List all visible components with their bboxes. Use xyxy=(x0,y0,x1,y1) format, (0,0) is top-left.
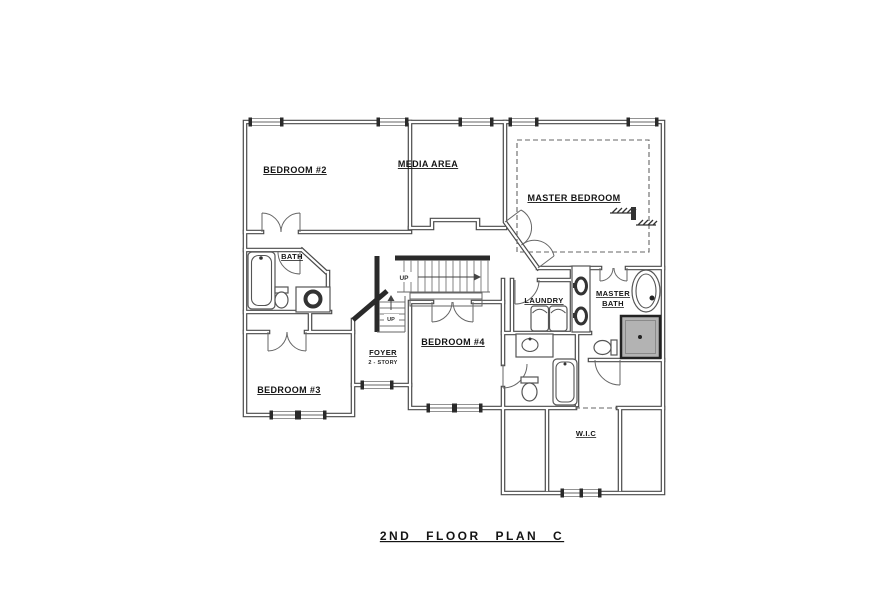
washer-fixture xyxy=(530,305,550,332)
hall-bath-sink-fixture xyxy=(515,333,554,358)
bedroom3-door-left xyxy=(267,331,288,352)
window xyxy=(360,380,394,390)
room-label-foyer: FOYER xyxy=(369,348,397,357)
window xyxy=(297,410,327,420)
tray-ceiling-dashed xyxy=(516,139,650,253)
window xyxy=(458,117,494,127)
bedroom4-door-right xyxy=(452,301,474,323)
stair-label-bg xyxy=(396,272,413,282)
bedroom3-door-right xyxy=(286,331,307,352)
freestanding-tub-fixture xyxy=(631,269,661,313)
window xyxy=(376,117,409,127)
laundry-door xyxy=(514,279,540,305)
heavy-walls xyxy=(351,255,490,332)
room-label-bedroom4: BEDROOM #4 xyxy=(421,337,485,347)
master-toilet-fixture xyxy=(593,339,618,356)
window xyxy=(626,117,659,127)
wic-vestibule-door xyxy=(594,359,621,386)
doors xyxy=(261,209,628,389)
hall-bath-door xyxy=(502,363,528,389)
room-label-master-bedroom: MASTER BEDROOM xyxy=(527,193,620,203)
toilet-fixture xyxy=(274,286,289,309)
staircase: UP UP xyxy=(377,260,490,333)
hall-bath-toilet-fixture xyxy=(520,376,539,402)
hall-bathtub-fixture xyxy=(552,358,578,406)
room-labels: BEDROOM #2 MEDIA AREA MASTER BEDROOM BAT… xyxy=(257,159,630,438)
bedroom4-door-left xyxy=(431,301,453,323)
stair-arrowhead xyxy=(474,273,481,281)
window xyxy=(453,403,483,413)
lower-stair-label-bg xyxy=(384,314,399,323)
master-bath-door-left xyxy=(599,267,614,282)
windows xyxy=(248,117,659,498)
fixtures xyxy=(247,251,662,406)
window xyxy=(426,403,456,413)
sink-vanity-fixture xyxy=(295,286,331,313)
room-label-master-bath-1: MASTER xyxy=(596,289,630,298)
window xyxy=(269,410,299,420)
window xyxy=(248,117,284,127)
dryer-fixture xyxy=(548,305,568,332)
shower-fixture xyxy=(619,314,662,360)
window xyxy=(560,488,602,498)
room-label-bath: BATH xyxy=(281,252,303,261)
stair-up-label: UP xyxy=(399,275,409,282)
room-label-wic: W.I.C xyxy=(576,429,597,438)
bedroom2-door-left xyxy=(261,212,282,233)
double-vanity-fixture xyxy=(571,265,591,333)
lower-stair-arrowhead xyxy=(387,295,395,301)
room-sublabel-foyer-story: 2 - STORY xyxy=(368,360,397,366)
room-label-bedroom2: BEDROOM #2 xyxy=(263,165,327,175)
room-label-media-area: MEDIA AREA xyxy=(398,159,458,169)
room-label-laundry: LAUNDRY xyxy=(524,296,563,305)
hatch-symbol xyxy=(610,207,658,226)
room-label-master-bath-2: BATH xyxy=(602,299,624,308)
window xyxy=(508,117,539,127)
bath-door xyxy=(277,251,301,275)
master-bath-door-right xyxy=(613,267,628,282)
plan-title: 2ND FLOOR PLAN C xyxy=(380,529,564,543)
room-label-bedroom3: BEDROOM #3 xyxy=(257,385,321,395)
lower-stair-up-label: UP xyxy=(387,317,395,323)
bedroom2-door-right xyxy=(280,212,301,233)
bathtub-fixture xyxy=(247,251,276,310)
